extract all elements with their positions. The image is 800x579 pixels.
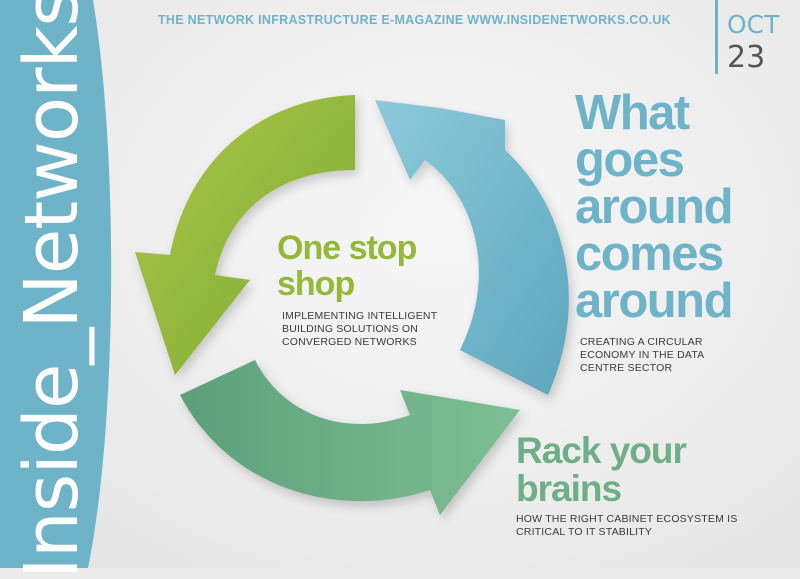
- issue-divider: [715, 0, 718, 74]
- lead-subtitle-line: CENTRE SECTOR: [580, 362, 673, 374]
- issue-month: OCT: [727, 10, 780, 39]
- lead-subtitle-line: CREATING A CIRCULAR: [580, 336, 703, 348]
- rack-subtitle: HOW THE RIGHT CABINET ECOSYSTEM IS CRITI…: [516, 513, 738, 539]
- magazine-tagline: THE NETWORK INFRASTRUCTURE E-MAGAZINE WW…: [158, 13, 672, 27]
- rack-subtitle-line: HOW THE RIGHT CABINET ECOSYSTEM IS: [516, 513, 738, 525]
- rack-subtitle-line: CRITICAL TO IT STABILITY: [516, 526, 653, 538]
- rack-headline[interactable]: Rack your brains: [516, 430, 687, 509]
- blue-arrow: [375, 100, 569, 395]
- lead-subtitle: CREATING A CIRCULAR ECONOMY IN THE DATA …: [580, 336, 704, 375]
- lead-subtitle-line: ECONOMY IN THE DATA: [580, 349, 705, 361]
- one-stop-subtitle-line: CONVERGED NETWORKS: [282, 336, 417, 348]
- one-stop-headline-line: One stop: [277, 229, 417, 267]
- issue-year: 23: [727, 40, 766, 75]
- lead-headline[interactable]: What goes around comes around: [575, 86, 734, 328]
- one-stop-headline-line: shop: [277, 265, 355, 303]
- lead-headline-line: around: [575, 274, 734, 328]
- lead-headline-line: goes: [575, 133, 685, 187]
- one-stop-subtitle: IMPLEMENTING INTELLIGENT BUILDING SOLUTI…: [282, 310, 437, 349]
- one-stop-subtitle-line: BUILDING SOLUTIONS ON: [282, 323, 419, 335]
- lead-headline-line: What: [575, 86, 690, 140]
- one-stop-subtitle-line: IMPLEMENTING INTELLIGENT: [282, 310, 438, 322]
- green-arrow: [135, 95, 355, 375]
- teal-arrow: [180, 360, 520, 515]
- rack-headline-line: brains: [516, 468, 622, 509]
- lead-headline-line: around: [575, 180, 734, 234]
- lead-headline-line: comes: [575, 227, 724, 281]
- rack-headline-line: Rack your: [516, 430, 687, 471]
- one-stop-headline[interactable]: One stop shop: [277, 229, 417, 303]
